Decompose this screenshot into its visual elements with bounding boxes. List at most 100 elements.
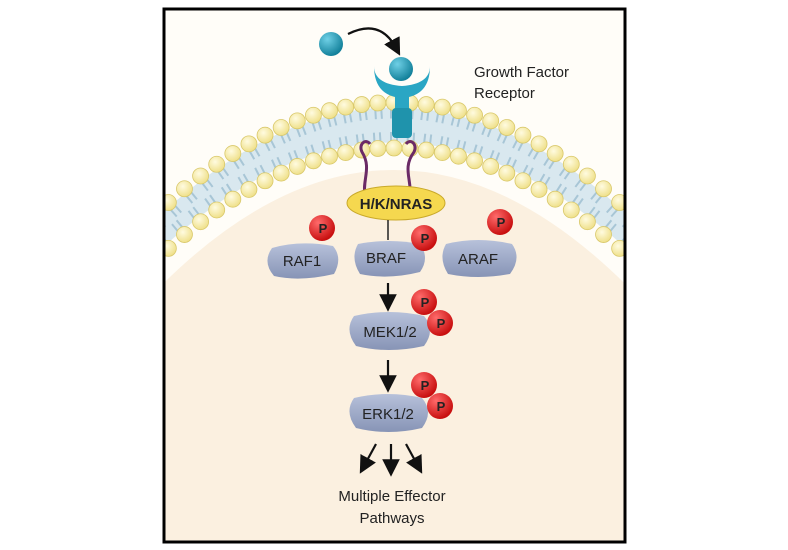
lipid-head-inner [660,288,676,304]
raf1-label: RAF1 [283,253,321,270]
lipid-head-inner [112,288,128,304]
lipid-tail [150,219,161,231]
ligand-binding-arrow [347,27,401,56]
effector-arrow-right [405,443,423,474]
lipid-head-inner [433,144,451,162]
lipid-head-outer [128,225,144,241]
erk-phospho-label-2: P [437,399,446,414]
lipid-head-outer [433,98,451,116]
braf-kinase: BRAF [354,241,425,277]
lipid-head-inner [208,201,226,219]
lipid-tail [118,252,130,263]
lipid-head-outer [611,194,625,211]
lipid-head-outer [628,209,644,225]
lipid-head-inner [256,172,274,190]
ras-label: H/K/NRAS [360,196,433,213]
lipid-tail [138,231,149,242]
lipid-tail [650,266,661,277]
lipid-head-inner [579,213,596,231]
erk-kinase: ERK1/2 [349,394,428,432]
lipid-head-inner [385,139,403,157]
lipid-head-outer [514,126,532,144]
lipid-head-outer [546,145,564,162]
erk-phospho-badge-2: P [427,393,453,419]
lipid-head-outer [208,155,226,173]
braf-phospho-badge: P [411,225,437,251]
lipid-head-inner [144,255,160,271]
lipid-tail [106,287,118,298]
lipid-tail [110,283,122,294]
lipid-head-outer [466,106,483,124]
lipid-head-outer [498,119,516,136]
mek-kinase: MEK1/2 [349,312,430,350]
lipid-head-inner [562,201,580,219]
mek-phospho-label-2: P [437,316,446,331]
mek-label: MEK1/2 [363,324,416,341]
lipid-head-inner [369,140,387,157]
lipid-head-outer [369,94,387,112]
lipid-tail [666,283,678,294]
lipid-tail [654,270,665,281]
lipid-head-outer [272,119,290,136]
lipid-head-outer [595,180,612,198]
growth-factor-ligand [319,32,343,56]
lipid-head-inner [337,144,355,162]
effector-arrow-left [359,443,377,474]
lipid-head-inner [530,181,548,198]
araf-phospho-badge: P [487,209,513,235]
lipid-head-outer [305,106,322,124]
ras-lipid-anchor-right [404,140,417,197]
lipid-head-outer [353,96,371,113]
lipid-head-inner [164,239,177,257]
lipid-tail [123,270,134,281]
ras-protein [346,185,446,221]
lipid-head-outer [321,102,338,120]
effector-label-line2: Pathways [359,510,424,527]
araf-phospho-label: P [497,215,506,230]
raf1-phospho-label: P [319,221,328,236]
lipid-head-outer [144,209,160,225]
lipid-head-inner [272,164,290,182]
lipid-head-outer [164,194,177,211]
effector-label-line1: Multiple Effector [338,488,445,505]
lipid-head-outer [256,126,274,144]
braf-label: BRAF [366,250,406,267]
araf-label: ARAF [458,251,498,268]
lipid-head-inner [498,164,516,182]
lipid-head-outer [482,112,500,130]
lipid-tail [658,252,670,263]
receptor-label-line2: Receptor [474,85,535,102]
lipid-head-outer [224,145,242,162]
lipid-tail [634,250,645,262]
lipid-head-inner [514,172,532,190]
erk-phospho-badge-1: P [411,372,437,398]
lipid-head-inner [595,226,612,243]
lipid-tail [643,235,654,246]
lipid-head-outer [450,102,467,120]
mek-phospho-badge-2: P [427,310,453,336]
lipid-head-inner [321,147,338,165]
lipid-head-inner [450,147,467,165]
lipid-tail [139,254,150,266]
lipid-head-inner [628,255,644,271]
lipid-head-outer [240,135,258,153]
lipid-head-inner [192,213,209,231]
erk-label: ERK1/2 [362,406,414,423]
frame-border [162,7,627,544]
lipid-tail [654,248,666,259]
lipid-head-outer [112,242,128,258]
lipid-head-outer [288,112,306,130]
lipid-bilayer [106,94,678,304]
lipid-head-outer [660,242,676,258]
lipid-tail [638,254,649,266]
araf-kinase: ARAF [442,240,517,277]
lipid-head-inner [482,158,500,175]
lipid-head-inner [288,158,306,175]
raf1-phospho-badge: P [309,215,335,241]
lipid-head-inner [176,226,193,243]
lipid-head-inner [546,190,564,208]
lipid-head-inner [305,152,322,170]
lipid-tail [134,235,145,246]
lipid-head-inner [224,190,242,208]
lipid-head-outer [417,96,435,113]
